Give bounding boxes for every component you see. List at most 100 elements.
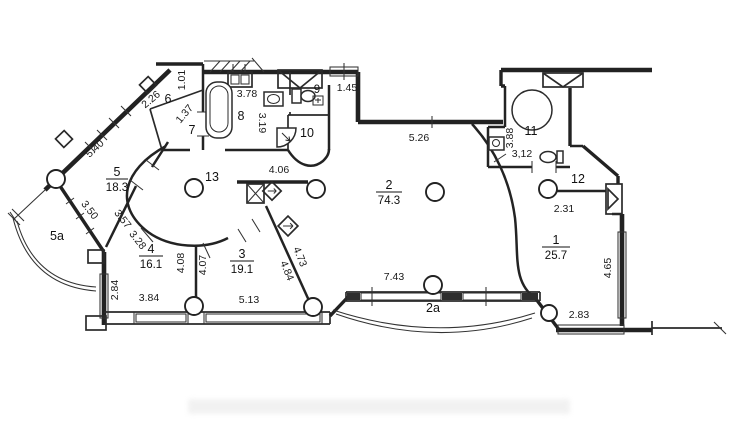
wall-wc-dividers (287, 72, 329, 150)
wall-stub-cut (713, 321, 727, 335)
balcony-2a-rail (332, 309, 536, 329)
door-ticks (531, 161, 557, 173)
column-marker (303, 297, 323, 317)
wall-bay-window-run (345, 291, 541, 302)
shafts (227, 64, 623, 238)
room-2a-label: 2a (426, 301, 440, 315)
dim-3-84: 3.84 (139, 292, 160, 304)
lintel-block (347, 293, 360, 300)
column-marker (423, 275, 443, 295)
dim-2-26: 2.26 (139, 88, 162, 110)
dim-3-12: 3,12 (512, 148, 533, 160)
dim-4-06: 4.06 (269, 164, 290, 176)
door-ticks (140, 218, 261, 259)
wall-room11-south (488, 144, 583, 169)
vent-shaft-icon (605, 183, 623, 215)
dim-2-31: 2.31 (554, 203, 575, 215)
vent-cell (230, 74, 240, 85)
window-hatch (557, 324, 625, 335)
door-ticks (129, 111, 209, 191)
round-tub-icon (511, 89, 553, 131)
dim-3-28: 3.28 (126, 228, 148, 252)
room-2-area-label: 2 74.3 (376, 178, 402, 207)
wall-hall-curved (125, 144, 229, 247)
room-6-label: 6 (165, 92, 172, 106)
vent-triangle (542, 72, 584, 89)
sink-tap (315, 98, 321, 103)
room-labels: 6 7 8 9 10 11 12 13 5a 2a 5 18.3 4 16.1 … (50, 84, 585, 315)
dim-4-65: 4.65 (602, 258, 614, 279)
lintel-block (442, 293, 462, 300)
window-hatch (617, 231, 627, 319)
wall-room12-diagonal (581, 144, 620, 184)
room-5a-label: 5a (50, 229, 64, 243)
dim-5-26: 5.26 (409, 132, 430, 144)
room-area: 19.1 (231, 264, 253, 276)
room-12-label: 12 (571, 172, 585, 186)
window-hatch (135, 313, 187, 323)
dim-3-78: 3.78 (237, 88, 258, 100)
room-area: 16.1 (140, 259, 162, 271)
wall-room11-west (486, 86, 507, 167)
room-area: 74.3 (378, 195, 400, 207)
column-marker (425, 182, 445, 202)
columns (46, 169, 558, 322)
room-10-label: 10 (300, 126, 314, 140)
room-7-label: 7 (189, 123, 196, 137)
scan-watermark-strip (188, 399, 570, 414)
room-number: 2 (386, 178, 393, 192)
room-number: 5 (114, 165, 121, 179)
column-marker (184, 296, 204, 316)
wall-cap (499, 70, 505, 88)
vent-triangle (607, 186, 620, 212)
room-number: 4 (148, 242, 155, 256)
shower-arrow (281, 132, 291, 142)
pilaster (85, 315, 107, 331)
column-marker (306, 179, 326, 199)
wall-outer-diagonal (43, 68, 172, 192)
dim-2-83: 2.83 (569, 309, 590, 321)
panel-arrow (283, 222, 294, 230)
electrical-panel-icon (261, 180, 283, 202)
hatch-lines (204, 57, 265, 73)
dim-3-88: 3.88 (504, 128, 516, 149)
room-number: 1 (553, 233, 560, 247)
dim-4-07: 4.07 (197, 255, 209, 276)
pilaster (138, 75, 158, 95)
dim-4-08: 4.08 (175, 253, 187, 274)
room-13-label: 13 (205, 170, 219, 184)
room-9-label: 9 (314, 84, 320, 96)
bathtub-inner (209, 85, 229, 133)
fixtures (205, 81, 564, 164)
room-1-area-label: 1 25.7 (542, 233, 570, 262)
window-hatch (462, 292, 522, 301)
dim-4-84: 4.84 (277, 259, 296, 283)
pilaster (87, 249, 105, 264)
column-marker (538, 179, 558, 199)
panel-box (261, 180, 283, 202)
dim-ticks (371, 287, 487, 306)
dim-2-84: 2.84 (109, 280, 121, 301)
room-number: 3 (239, 247, 246, 261)
room-3-area-label: 3 19.1 (230, 247, 254, 276)
dim-1-45: 1.45 (337, 82, 358, 94)
vent-legs (232, 64, 246, 72)
toilet-tank-icon (556, 150, 564, 164)
balcony-5a-rail (9, 211, 97, 292)
dim-1-01: 1.01 (176, 70, 188, 91)
toilet-bowl-icon (539, 150, 557, 164)
walls (7, 62, 727, 335)
washbasin-bowl (492, 139, 500, 147)
panel-box (276, 214, 300, 238)
small-sink-icon (312, 95, 324, 106)
window-hatch (205, 313, 321, 323)
panel-arrow (267, 188, 277, 194)
column-marker (540, 304, 558, 322)
vent-shaft-icon (227, 71, 253, 88)
washbasin-icon (263, 91, 284, 107)
duct-cross (246, 183, 265, 204)
vent-cell (240, 74, 250, 85)
wall-room6-7-divider (149, 89, 204, 151)
vent-shaft-icon (542, 72, 584, 88)
